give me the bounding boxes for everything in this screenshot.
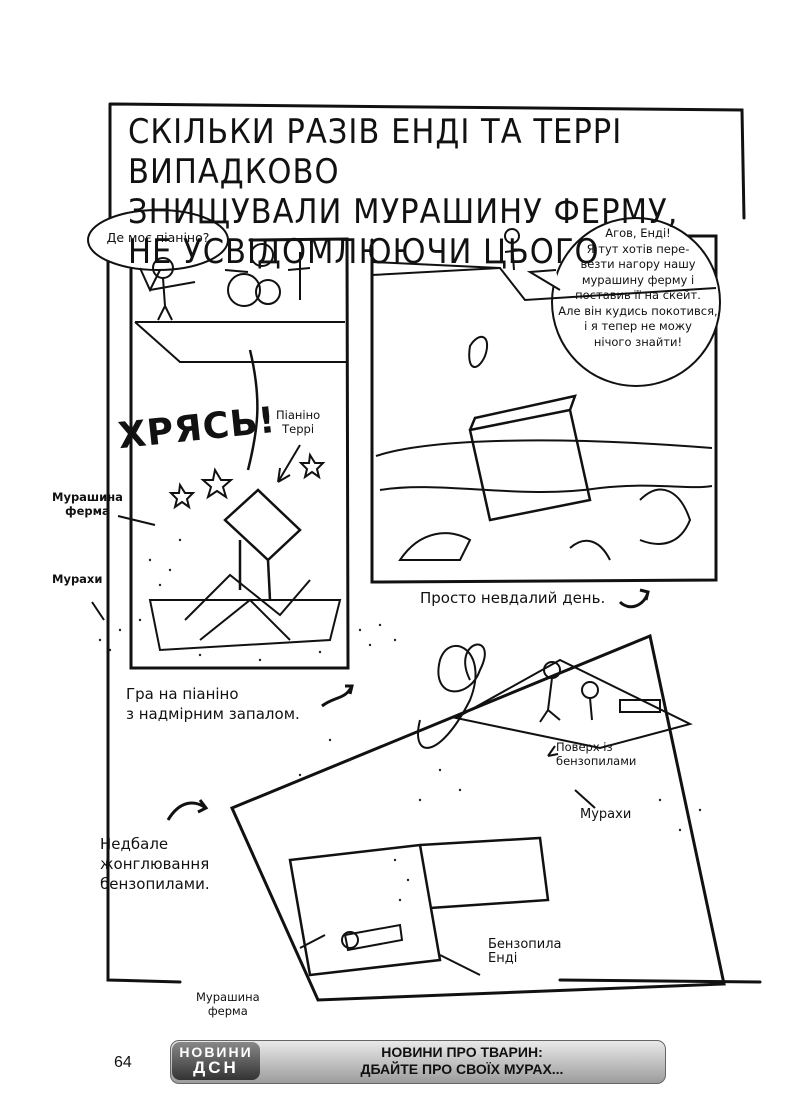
ants-dust: [98, 538, 397, 662]
panel2-speech-bubble: [551, 217, 721, 387]
badge-line-2: ДСН: [193, 1058, 239, 1077]
title-line-1: СКІЛЬКИ РАЗІВ ЕНДІ ТА ТЕРРІ ВИПАДКОВО: [128, 112, 623, 192]
ants-label-panel1: Мурахи: [52, 572, 103, 586]
badge-line-1: НОВИНИ: [179, 1044, 253, 1060]
panel2-bubble-text: Агов, Енді!Я тут хотів пере- везти нагор…: [558, 226, 718, 349]
chainsaw-top: [619, 699, 661, 713]
skateboard: [468, 335, 489, 368]
juggling-loops: [417, 643, 486, 749]
footer-headline: НОВИНИ ПРО ТВАРИН: ДБАЙТЕ ПРО СВОЇХ МУРА…: [360, 1044, 564, 1077]
panel3-frame: [229, 633, 726, 1002]
upper-floor: [371, 261, 717, 302]
panel1-bubble-text: Де моє піаніно?: [106, 230, 210, 245]
ants-dust-panel3: [298, 738, 702, 902]
upper-floor-panel3: [453, 658, 693, 750]
shark-right: [639, 488, 692, 545]
panel1-frame: [129, 237, 350, 670]
stage-floor: [134, 321, 346, 363]
ants-label-panel3: Мурахи: [580, 807, 632, 822]
chainsaw-andy: [343, 923, 404, 952]
ant-farm-falling: [468, 394, 592, 522]
shark-left: [398, 532, 472, 561]
panel2-frame: [370, 234, 718, 584]
water: [375, 439, 713, 493]
title-line-3: НЕ УСВІДОМЛЮЮЧИ ЦЬОГО: [128, 232, 600, 272]
title-frame: [108, 102, 746, 222]
ant-farm-panel3: [288, 836, 550, 977]
panel2-caption: Просто невдалий день.: [420, 589, 606, 607]
news-badge: НОВИНИ ДСН: [172, 1042, 260, 1080]
page-title: СКІЛЬКИ РАЗІВ ЕНДІ ТА ТЕРРІ ВИПАДКОВО ЗН…: [128, 112, 748, 272]
page-number: 64: [114, 1054, 132, 1071]
panel1-speech-bubble: [87, 209, 229, 271]
title-line-2: ЗНИЩУВАЛИ МУРАШИНУ ФЕРМУ,: [128, 192, 679, 232]
page-frame: [106, 218, 762, 984]
